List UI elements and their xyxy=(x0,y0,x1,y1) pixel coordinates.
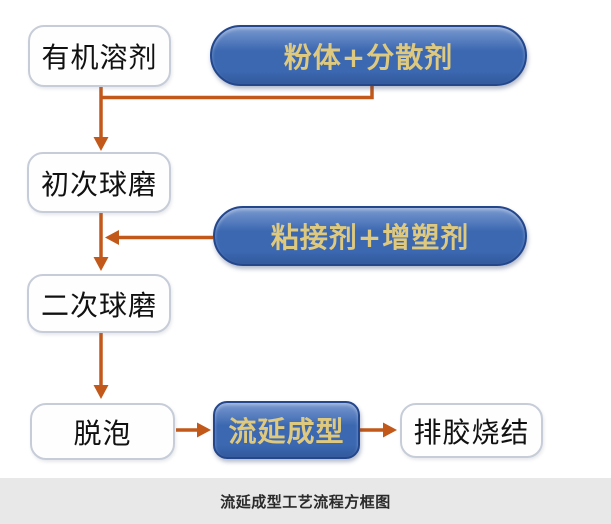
caption-bar: 流延成型工艺流程方框图 xyxy=(0,478,611,524)
arrow-binder-to-main-line xyxy=(105,230,213,245)
arrow-second-milling-to-defoaming xyxy=(93,333,109,399)
node-second-ball-milling: 二次球磨 xyxy=(27,274,171,333)
node-tape-casting: 流延成型 xyxy=(213,401,360,459)
connector-powder-to-main-line xyxy=(101,86,374,100)
node-binder-plasticizer: 粘接剂+增塑剂 xyxy=(213,206,527,266)
node-organic-solvent: 有机溶剂 xyxy=(28,25,171,87)
arrow-tape-casting-to-debinding xyxy=(360,422,397,438)
caption-text: 流延成型工艺流程方框图 xyxy=(220,492,391,511)
node-powder-dispersant: 粉体+分散剂 xyxy=(210,25,527,86)
node-debinding-sintering: 排胶烧结 xyxy=(400,403,543,458)
node-defoaming: 脱泡 xyxy=(30,403,175,460)
connector-layer xyxy=(93,86,397,438)
node-first-ball-milling: 初次球磨 xyxy=(27,152,171,213)
arrow-defoaming-to-tape-casting xyxy=(176,422,211,438)
arrow-first-milling-to-second-milling xyxy=(93,213,109,271)
arrow-organic-solvent-to-first-milling xyxy=(93,87,109,151)
